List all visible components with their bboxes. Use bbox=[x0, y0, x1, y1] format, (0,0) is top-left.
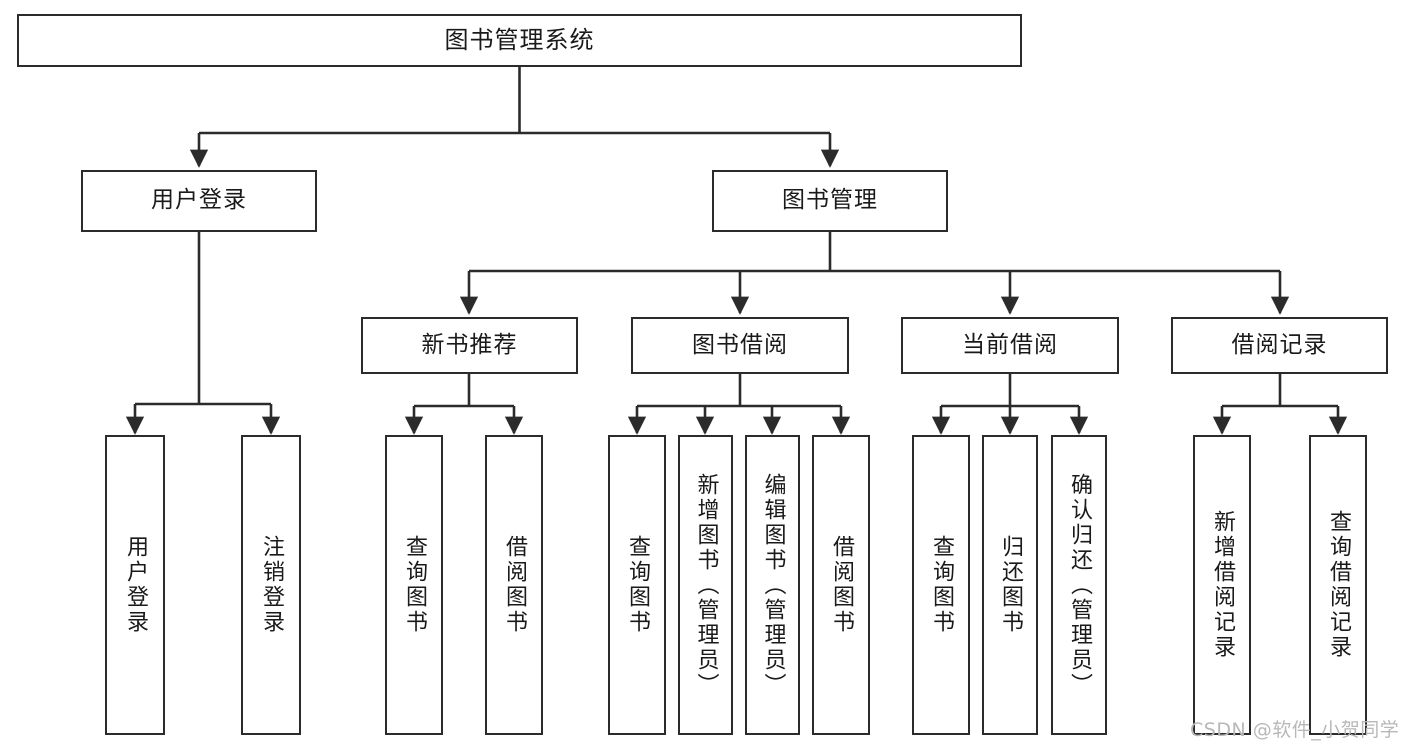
node-leaf-add-book[interactable]: 新增图书（管理员） bbox=[678, 435, 733, 735]
node-leaf-query-book-recommend[interactable]: 查询图书 bbox=[385, 435, 443, 735]
node-leaf-borrow-book-borrow[interactable]: 借阅图书 bbox=[812, 435, 870, 735]
node-leaf-query-book-current[interactable]: 查询图书 bbox=[912, 435, 970, 735]
node-new-book-recommend[interactable]: 新书推荐 bbox=[361, 317, 578, 374]
node-root-system[interactable]: 图书管理系统 bbox=[17, 14, 1022, 67]
node-leaf-add-borrow-record[interactable]: 新增借阅记录 bbox=[1193, 435, 1251, 735]
node-borrow-record[interactable]: 借阅记录 bbox=[1171, 317, 1388, 374]
node-current-borrow[interactable]: 当前借阅 bbox=[901, 317, 1119, 374]
node-leaf-query-borrow-record[interactable]: 查询借阅记录 bbox=[1309, 435, 1367, 735]
node-book-manage[interactable]: 图书管理 bbox=[712, 170, 948, 232]
node-leaf-logout-login[interactable]: 注销登录 bbox=[241, 435, 301, 735]
node-leaf-borrow-book-recommend[interactable]: 借阅图书 bbox=[485, 435, 543, 735]
node-leaf-user-login[interactable]: 用户登录 bbox=[105, 435, 165, 735]
node-leaf-return-book[interactable]: 归还图书 bbox=[982, 435, 1038, 735]
node-user-login[interactable]: 用户登录 bbox=[81, 170, 317, 232]
node-leaf-confirm-return[interactable]: 确认归还（管理员） bbox=[1051, 435, 1107, 735]
node-leaf-edit-book[interactable]: 编辑图书（管理员） bbox=[745, 435, 800, 735]
node-leaf-query-book-borrow[interactable]: 查询图书 bbox=[608, 435, 666, 735]
node-book-borrow[interactable]: 图书借阅 bbox=[631, 317, 849, 374]
